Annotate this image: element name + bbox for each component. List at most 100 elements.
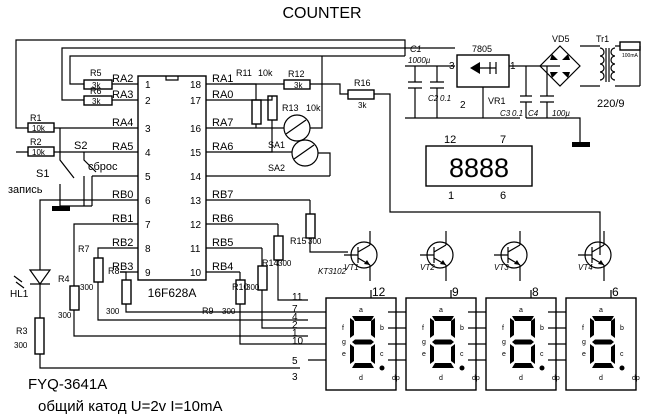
mcu-left-pin-number: 2 [145,96,151,107]
mcu-right-pin-number: 18 [190,80,202,91]
display-preview: 8888 12 7 1 6 [425,134,533,202]
segment-line-pin: 4 [292,312,298,323]
svg-text:300: 300 [308,237,322,246]
display-footer-note: общий катод U=2v I=10mA [38,398,222,415]
display-model-label: FYQ-3641A [28,376,107,393]
svg-text:Tr1: Tr1 [596,34,609,44]
svg-text:HL1: HL1 [10,289,29,300]
transformer-tr1: Tr1 [580,34,616,87]
svg-text:1: 1 [448,190,454,202]
resistor-r4: R4 300 [58,274,80,320]
mcu-right-pin-number: 11 [190,244,201,255]
svg-text:C1: C1 [410,44,422,54]
mcu-left-pin-number: 6 [145,196,151,207]
mcu-left-pin-name: RA2 [112,73,133,85]
svg-text:SA2: SA2 [268,163,285,173]
mcu-left-pin-name: RA5 [112,141,133,153]
segment-letter: dp [392,375,400,382]
svg-text:3k: 3k [294,81,303,90]
segment-letter: a [599,307,603,314]
segment-letter: dp [632,375,640,382]
segment-letter: d [439,375,443,382]
resistor-r12: R12 3k [283,69,311,90]
segment-letter: d [599,375,603,382]
svg-text:R14: R14 [262,258,279,268]
diode-bridge-vd5: VD5 [539,34,581,87]
svg-text:R8: R8 [108,266,120,276]
segment-line-pin: 3 [292,372,298,383]
svg-text:0.1: 0.1 [440,94,451,103]
svg-text:R6: R6 [90,86,102,96]
transistor-vt2: VT2 [420,231,454,281]
segment-line-pin: 1 [292,328,298,339]
svg-text:R5: R5 [90,68,102,78]
segment-letter: b [460,325,464,332]
resistor-r8: R8 300 [106,266,132,316]
segment-letter: c [460,351,464,358]
svg-text:10k: 10k [32,124,46,133]
mcu-left-pin-name: RB2 [112,237,133,249]
svg-text:7805: 7805 [472,44,492,54]
left-pin-wiring [92,83,138,273]
mcu-right-pin-number: 14 [190,172,202,183]
mcu-right-pin-number: 15 [190,148,202,159]
mcu-right-pin-name: RA6 [212,141,233,153]
svg-text:12: 12 [444,134,456,146]
segment-letter: dp [472,375,480,382]
svg-text:7: 7 [500,134,506,146]
resistor-r13: R13 10k [267,95,321,121]
svg-text:8888: 8888 [449,153,509,183]
segment-letter: f [502,325,504,332]
segment-letter: a [439,307,443,314]
resistor-r16: R16 3k [347,78,375,110]
svg-text:R12: R12 [288,69,305,79]
svg-text:300: 300 [222,307,236,316]
resistor-r10: R10 300 [232,265,268,292]
svg-text:SA1: SA1 [268,140,285,150]
svg-text:S2: S2 [74,140,87,152]
segment-letter: b [620,325,624,332]
svg-text:6: 6 [500,190,506,202]
segment-letter: a [359,307,363,314]
mcu-left-pin-number: 9 [145,268,151,279]
capacitor-c2: C2 0.1 [428,66,451,118]
svg-text:R2: R2 [30,137,42,147]
mcu-left-pin-number: 8 [145,244,151,255]
voltage-regulator: 7805 3 2 1 VR1 [449,44,516,111]
mcu-right-pin-name: RB6 [212,213,233,225]
mcu-left-pin-number: 7 [145,220,151,231]
transistor-ref: VT1 [344,263,359,272]
svg-text:VD5: VD5 [552,34,570,44]
transistor-ref: VT3 [494,263,509,272]
mcu-part-label: 16F628A [148,286,197,300]
svg-text:0.1: 0.1 [512,109,523,118]
mcu-right-pin-name: RA0 [212,89,233,101]
ground-symbol [52,206,70,211]
segment-letter: a [519,307,523,314]
segment-letter: d [359,375,363,382]
segment-letter: e [342,351,346,358]
svg-text:сброс: сброс [88,161,118,173]
segment-letter: e [422,351,426,358]
svg-text:запись: запись [8,184,43,196]
ground-symbol-power [572,142,590,147]
digit-pin-number: 6 [612,285,619,299]
mcu-right-pin-name: RB4 [212,261,233,273]
segment-letter: f [582,325,584,332]
mcu-right-pin-number: 12 [190,220,202,231]
vcc-rail [300,39,406,56]
segment-letter: g [422,339,426,346]
svg-text:300: 300 [14,341,28,350]
transistor-vt3: VT3 [494,231,528,281]
capacitor-c1: C1 1000µ [408,44,431,118]
svg-text:300: 300 [58,311,72,320]
svg-text:R1: R1 [30,113,42,123]
segment-letter: g [502,339,506,346]
transistor-ref: VT2 [420,263,435,272]
switch-s1: S1 запись [8,128,75,206]
resistor-r3: R3 300 [14,317,45,355]
